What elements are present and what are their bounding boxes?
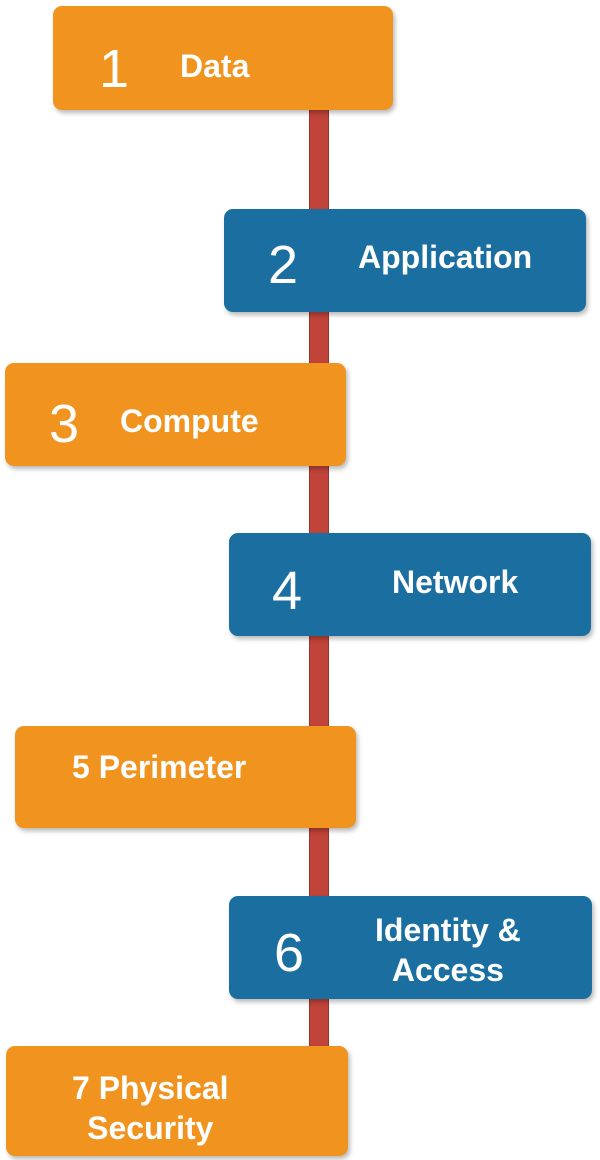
layer-number-6: 6 xyxy=(274,923,305,983)
layer-box-application: 2 Application xyxy=(224,209,586,312)
layer-label-data: Data xyxy=(180,48,250,84)
layer-box-data: 1 Data xyxy=(53,6,393,110)
layer-label-physical-security: 7 Physical Security xyxy=(72,1070,229,1146)
layer-number-3: 3 xyxy=(49,394,80,454)
layer-box-identity-access: 6 Identity & Access xyxy=(229,896,592,999)
layer-label-network: Network xyxy=(392,564,519,600)
layer-label-application: Application xyxy=(358,239,533,275)
layer-label-perimeter: 5 Perimeter xyxy=(72,749,247,785)
layer-number-4: 4 xyxy=(272,561,303,621)
layer-number-1: 1 xyxy=(99,39,130,99)
layer-number-2: 2 xyxy=(268,235,299,295)
layer-box-perimeter: 5 Perimeter xyxy=(15,726,356,828)
layer-label-compute: Compute xyxy=(120,403,259,439)
layer-label-identity-access: Identity & Access xyxy=(375,912,521,988)
layer-box-physical-security: 7 Physical Security xyxy=(6,1046,348,1156)
layer-box-network: 4 Network xyxy=(229,533,591,636)
layer-box-compute: 3 Compute xyxy=(5,363,346,466)
